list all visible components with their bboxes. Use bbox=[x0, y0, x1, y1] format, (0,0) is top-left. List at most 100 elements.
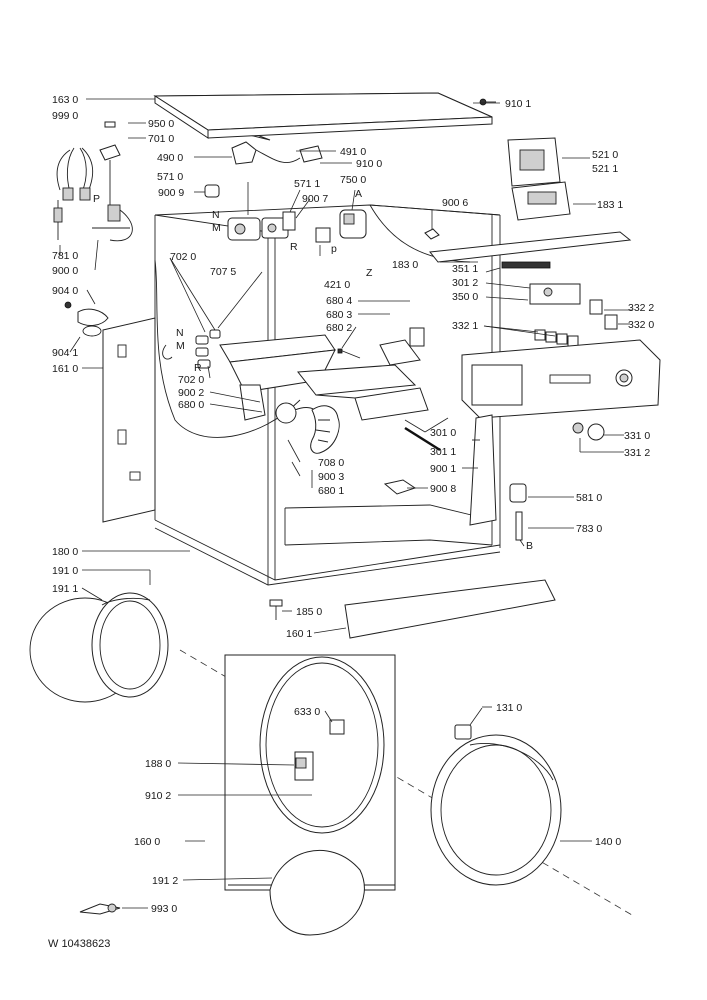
label-301-1: 301 1 bbox=[430, 446, 456, 458]
door-140 bbox=[430, 734, 562, 886]
door-seal-191 bbox=[29, 592, 169, 703]
pin-783 bbox=[515, 511, 523, 541]
label-351-1: 351 1 bbox=[452, 263, 478, 275]
small-clip bbox=[282, 211, 296, 231]
label-900-8: 900 8 bbox=[430, 483, 456, 495]
label-191-2: 191 2 bbox=[152, 875, 178, 887]
label-M-mid: M bbox=[176, 340, 185, 352]
bellows-hose bbox=[310, 405, 340, 454]
label-331-2: 331 2 bbox=[624, 447, 650, 459]
dispenser-drawer bbox=[297, 364, 429, 421]
label-904-0: 904 0 bbox=[52, 285, 78, 297]
label-301-0: 301 0 bbox=[430, 427, 456, 439]
label-491-0: 491 0 bbox=[340, 146, 366, 158]
spring-680-2 bbox=[337, 348, 361, 359]
hose-clamp-904 bbox=[64, 301, 109, 337]
label-A: A bbox=[355, 188, 362, 200]
clips-702 bbox=[162, 329, 221, 369]
label-180-0: 180 0 bbox=[52, 546, 78, 558]
label-701-0: 701 0 bbox=[148, 133, 174, 145]
label-633-0: 633 0 bbox=[294, 706, 320, 718]
label-904-1: 904 1 bbox=[52, 347, 78, 359]
label-910-1: 910 1 bbox=[505, 98, 531, 110]
label-781-0: 781 0 bbox=[52, 250, 78, 262]
label-900-0: 900 0 bbox=[52, 265, 78, 277]
drain-hose-connector bbox=[92, 144, 133, 242]
label-950-0: 950 0 bbox=[148, 118, 174, 130]
door-seal-191-2 bbox=[269, 849, 365, 936]
label-P-hose: P bbox=[93, 193, 100, 205]
part-labels: 163 0 999 0 950 0 701 0 910 1 491 0 490 … bbox=[52, 94, 654, 915]
control-panel-fascia bbox=[461, 339, 661, 419]
label-707-5: 707 5 bbox=[210, 266, 236, 278]
foot-185 bbox=[269, 599, 283, 620]
label-188-0: 188 0 bbox=[145, 758, 171, 770]
back-panel bbox=[102, 317, 156, 523]
label-702-0-b: 702 0 bbox=[178, 374, 204, 386]
label-R-mid: R bbox=[194, 362, 202, 374]
label-900-7: 900 7 bbox=[302, 193, 328, 205]
label-571-1: 571 1 bbox=[294, 178, 320, 190]
label-680-3: 680 3 bbox=[326, 309, 352, 321]
label-p-switch: p bbox=[331, 243, 337, 255]
label-680-1: 680 1 bbox=[318, 485, 344, 497]
drawer-handle bbox=[379, 339, 421, 366]
label-160-1: 160 1 bbox=[286, 628, 312, 640]
label-N-mid: N bbox=[176, 327, 184, 339]
label-350-0: 350 0 bbox=[452, 291, 478, 303]
top-cover bbox=[153, 92, 493, 141]
leader-lines bbox=[59, 98, 632, 909]
label-421-0: 421 0 bbox=[324, 279, 350, 291]
label-521-0: 521 0 bbox=[592, 149, 618, 161]
front-panel-160 bbox=[224, 654, 396, 891]
label-331-0: 331 0 bbox=[624, 430, 650, 442]
label-131-0: 131 0 bbox=[496, 702, 522, 714]
label-160-0: 160 0 bbox=[134, 836, 160, 848]
grommet-950 bbox=[104, 121, 116, 128]
label-680-0: 680 0 bbox=[178, 399, 204, 411]
label-900-2: 900 2 bbox=[178, 387, 204, 399]
interference-filter bbox=[231, 141, 323, 165]
label-M-top: M bbox=[212, 222, 221, 234]
label-581-0: 581 0 bbox=[576, 492, 602, 504]
label-993-0: 993 0 bbox=[151, 903, 177, 915]
side-strip-301 bbox=[469, 414, 497, 526]
level-pressure-switch bbox=[315, 209, 367, 243]
label-301-2: 301 2 bbox=[452, 277, 478, 289]
bracket-900-8 bbox=[383, 479, 417, 495]
label-183-1: 183 1 bbox=[597, 199, 623, 211]
document-id: W 10438623 bbox=[48, 938, 111, 950]
label-332-2: 332 2 bbox=[628, 302, 654, 314]
pressure-switch-small bbox=[204, 184, 220, 198]
label-140-0: 140 0 bbox=[595, 836, 621, 848]
label-910-0: 910 0 bbox=[356, 158, 382, 170]
label-332-0: 332 0 bbox=[628, 319, 654, 331]
label-191-0: 191 0 bbox=[52, 565, 78, 577]
electronic-module bbox=[507, 137, 571, 221]
label-571-0: 571 0 bbox=[157, 171, 183, 183]
label-332-1: 332 1 bbox=[452, 320, 478, 332]
label-680-4: 680 4 bbox=[326, 295, 352, 307]
screw-900-6 bbox=[424, 228, 440, 240]
cap-680-4 bbox=[409, 327, 425, 347]
label-783-0: 783 0 bbox=[576, 523, 602, 535]
label-163-0: 163 0 bbox=[52, 94, 78, 106]
label-183-0: 183 0 bbox=[392, 259, 418, 271]
label-N-top: N bbox=[212, 209, 220, 221]
label-900-9: 900 9 bbox=[158, 187, 184, 199]
label-521-1: 521 1 bbox=[592, 163, 618, 175]
label-B: B bbox=[526, 540, 533, 552]
rod-301-1 bbox=[404, 426, 441, 452]
inlet-hose bbox=[53, 147, 94, 240]
kickplate-160-1 bbox=[344, 579, 556, 639]
screw-910-1 bbox=[479, 98, 496, 106]
selector-knob bbox=[572, 422, 605, 441]
label-708-0: 708 0 bbox=[318, 457, 344, 469]
label-702-0-a: 702 0 bbox=[170, 251, 196, 263]
label-680-2: 680 2 bbox=[326, 322, 352, 334]
label-R-top: R bbox=[290, 241, 298, 253]
label-900-3: 900 3 bbox=[318, 471, 344, 483]
tool-993 bbox=[79, 903, 121, 915]
door-lock-581 bbox=[509, 483, 527, 503]
